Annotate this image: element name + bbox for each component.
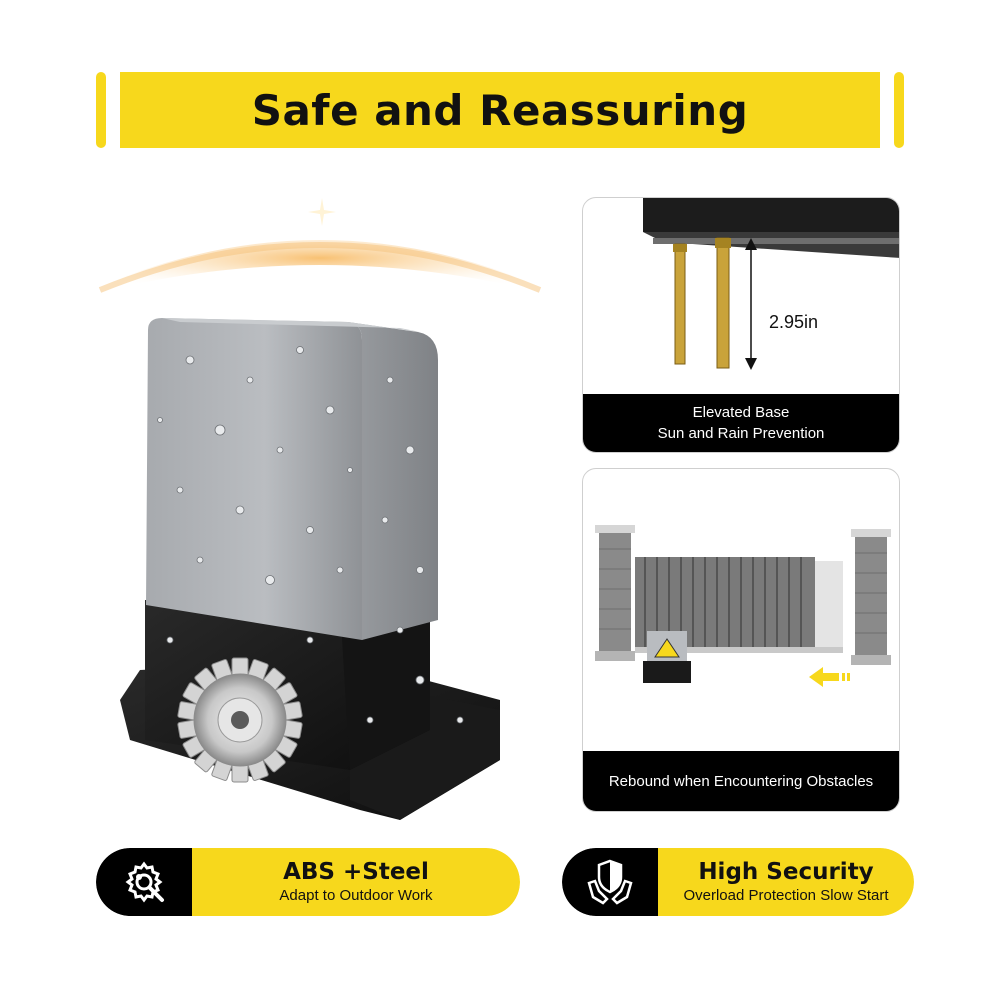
gear-wrench-icon — [125, 861, 164, 903]
elevated-base-card: 2.95in Elevated Base Sun and Rain Preven… — [582, 197, 900, 453]
material-icon-area — [96, 848, 192, 916]
security-feature-pill: High Security Overload Protection Slow S… — [562, 848, 914, 916]
material-subtitle: Adapt to Outdoor Work — [279, 887, 433, 904]
title-bar-left-accent — [96, 72, 106, 148]
shield-hands-icon — [587, 859, 633, 905]
title-banner: Safe and Reassuring — [120, 72, 880, 148]
gate-opener-motor-image — [120, 318, 500, 820]
security-title: High Security — [698, 859, 874, 885]
security-icon-area — [562, 848, 658, 916]
security-subtitle: Overload Protection Slow Start — [683, 887, 889, 904]
elevated-base-caption-line1: Elevated Base — [692, 404, 790, 421]
material-text-area: ABS +Steel Adapt to Outdoor Work — [192, 848, 520, 916]
material-feature-pill: ABS +Steel Adapt to Outdoor Work — [96, 848, 520, 916]
page-title: Safe and Reassuring — [251, 85, 749, 135]
base-height-dimension: 2.95in — [769, 312, 819, 332]
title-bar-right-accent — [894, 72, 904, 148]
rebound-caption-text: Rebound when Encountering Obstacles — [608, 772, 874, 790]
security-text-area: High Security Overload Protection Slow S… — [658, 848, 914, 916]
sliding-gate-illustration — [595, 525, 891, 687]
elevated-base-caption-line2: Sun and Rain Prevention — [657, 425, 825, 442]
elevated-base-image — [643, 198, 899, 370]
rebound-caption: Rebound when Encountering Obstacles — [583, 751, 899, 811]
material-title: ABS +Steel — [283, 859, 429, 885]
rebound-card: Rebound when Encountering Obstacles — [582, 468, 900, 812]
sun-glow — [70, 198, 570, 300]
elevated-base-caption: Elevated Base Sun and Rain Prevention — [583, 394, 899, 452]
